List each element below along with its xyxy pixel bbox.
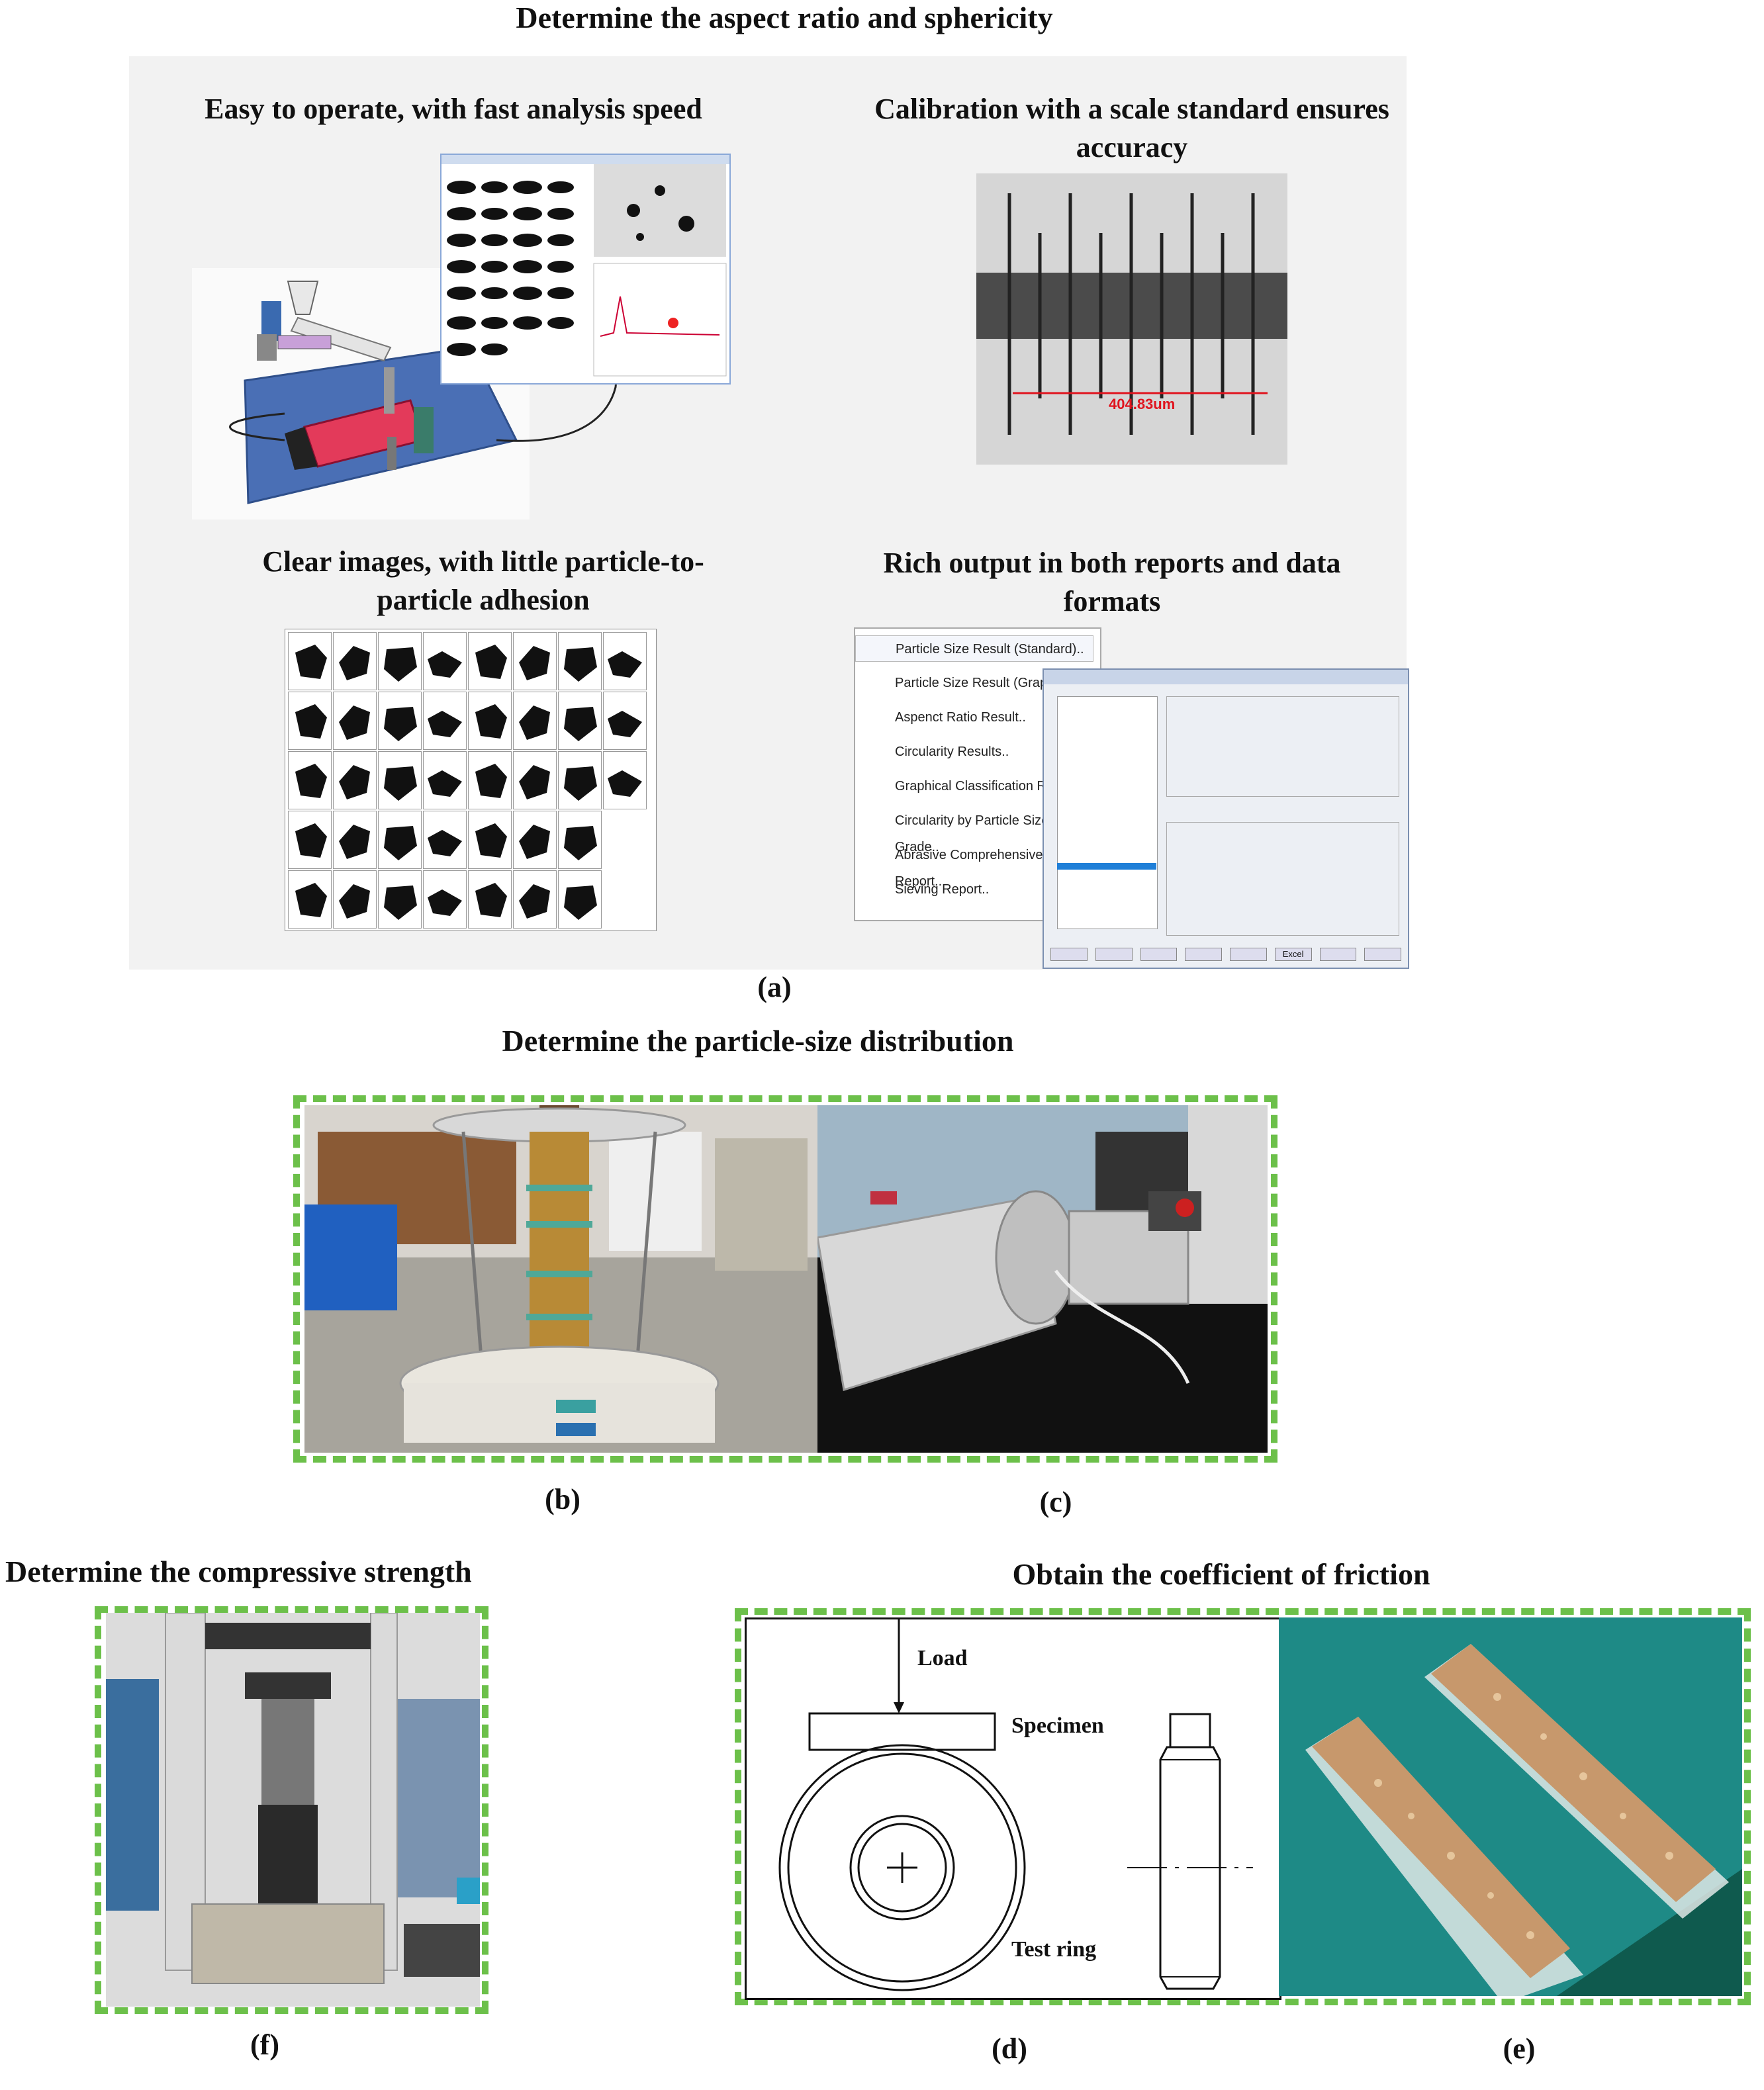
- particle-cell: [333, 692, 377, 750]
- particle-cell: [333, 632, 377, 690]
- particle-cell: [288, 870, 332, 929]
- caption-f: (f): [250, 2028, 279, 2061]
- heading-friction: Obtain the coefficient of friction: [1012, 1557, 1430, 1591]
- particle-cell: [558, 632, 602, 690]
- subtitle-calibration: Calibration with a scale standard ensure…: [874, 93, 1389, 163]
- label-load: Load: [917, 1646, 968, 1670]
- particle-analyzer-photo: [817, 1105, 1268, 1453]
- subtitle-easy-operate: Easy to operate, with fast analysis spee…: [205, 93, 702, 125]
- compression-machine-photo: [106, 1613, 480, 2007]
- software-window-report: Excel: [1043, 668, 1409, 969]
- scale-reading: 404.83um: [1109, 396, 1176, 412]
- particle-cell: [603, 632, 647, 690]
- particle-cell: [288, 811, 332, 869]
- scale-ruler: [976, 193, 1287, 435]
- particle-cell: [288, 632, 332, 690]
- subtitle-rich-output: Rich output in both reports and data for…: [883, 547, 1341, 617]
- report-menu-item[interactable]: Particle Size Result (Standard)..: [855, 635, 1093, 662]
- particle-cell: [423, 870, 467, 929]
- caption-a: (a): [757, 971, 792, 1003]
- particle-cell: [423, 692, 467, 750]
- report-menu-item[interactable]: Circularity Results..: [895, 745, 1009, 759]
- friction-specimen-photo: [1279, 1617, 1742, 1996]
- particle-cell: [378, 811, 422, 869]
- particle-cell: [378, 632, 422, 690]
- particle-cell: [513, 751, 557, 809]
- particle-cell: [378, 870, 422, 929]
- particle-cell: [288, 692, 332, 750]
- f-dashed-frame: [95, 1606, 488, 2014]
- report-menu-item[interactable]: Graphical Classification Results..: [895, 779, 1089, 794]
- de-dashed-frame: [735, 1608, 1751, 2005]
- particle-cell: [558, 811, 602, 869]
- particle-cell: [378, 692, 422, 750]
- particle-cell: [513, 811, 557, 869]
- label-test-ring: Test ring: [1011, 1937, 1097, 1962]
- particle-cell: [468, 692, 512, 750]
- report-menu-item[interactable]: Sieving Report..: [895, 882, 990, 897]
- particle-cell: [513, 870, 557, 929]
- heading-particle-size: Determine the particle-size distribution: [502, 1024, 1014, 1058]
- report-menu-item[interactable]: Particle Size Result (Graphical)..: [895, 676, 1086, 690]
- caption-b: (b): [545, 1483, 580, 1516]
- particle-cell: [558, 870, 602, 929]
- caption-d: (d): [992, 2032, 1027, 2065]
- heading-compressive: Determine the compressive strength: [5, 1555, 472, 1588]
- particle-cell: [288, 751, 332, 809]
- particle-cell: [468, 811, 512, 869]
- heading-aspect-ratio: Determine the aspect ratio and sphericit…: [516, 1, 1053, 34]
- particle-cell: [513, 692, 557, 750]
- calibration-scale-image: 404.83um: [976, 173, 1287, 465]
- particle-cell: [558, 751, 602, 809]
- caption-e: (e): [1503, 2032, 1536, 2065]
- particle-cell: [423, 751, 467, 809]
- particle-cell: [333, 811, 377, 869]
- particle-cell: [468, 751, 512, 809]
- particle-cell: [423, 632, 467, 690]
- excel-button: Excel: [1274, 948, 1312, 961]
- particle-cell: [333, 870, 377, 929]
- particle-cell: [468, 870, 512, 929]
- particle-cell: [558, 692, 602, 750]
- particle-cell: [378, 751, 422, 809]
- report-menu-item[interactable]: Abrasive Comprehensive Report..: [895, 848, 1043, 889]
- particle-cell: [333, 751, 377, 809]
- particle-cell: [603, 751, 647, 809]
- report-menu-item[interactable]: Circularity by Particle Size Grade..: [895, 813, 1049, 854]
- particle-image-grid: [285, 629, 657, 931]
- friction-test-schematic: Load Specimen Test ring: [745, 1617, 1281, 2000]
- sieve-shaker-photo: [304, 1105, 817, 1453]
- subtitle-clear-images: Clear images, with little particle-to-pa…: [262, 545, 704, 616]
- particle-cell: [423, 811, 467, 869]
- software-window-particles: [440, 154, 731, 385]
- report-menu-item[interactable]: Aspenct Ratio Result..: [895, 710, 1026, 725]
- particle-cell: [603, 692, 647, 750]
- label-specimen: Specimen: [1011, 1713, 1104, 1738]
- particle-cell: [468, 632, 512, 690]
- caption-c: (c): [1039, 1486, 1072, 1518]
- bc-dashed-frame: [293, 1095, 1277, 1463]
- particle-cell: [513, 632, 557, 690]
